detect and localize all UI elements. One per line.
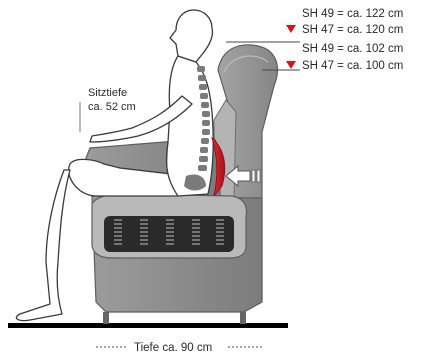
seat-depth-title: Sitztiefe xyxy=(88,87,127,99)
height-label-row: SH 47 = ca. 100 cm xyxy=(302,60,403,72)
height-label-row: SH 49 = ca. 102 cm xyxy=(302,43,403,55)
seat-depth-value: ca. 52 cm xyxy=(88,101,136,113)
height-label-row: SH 47 = ca. 120 cm xyxy=(302,24,403,36)
height-label-list: SH 49 = ca. 122 cm SH 47 = ca. 120 cm SH… xyxy=(286,8,403,72)
depth-label: Tiefe ca. 90 cm xyxy=(134,342,212,354)
red-marker-icon xyxy=(286,61,296,69)
chair-leg-front xyxy=(103,312,109,324)
red-marker-icon xyxy=(286,25,296,33)
spring-core xyxy=(104,216,234,252)
chair-leg-back xyxy=(240,312,246,324)
height-label-row: SH 49 = ca. 122 cm xyxy=(302,8,403,20)
